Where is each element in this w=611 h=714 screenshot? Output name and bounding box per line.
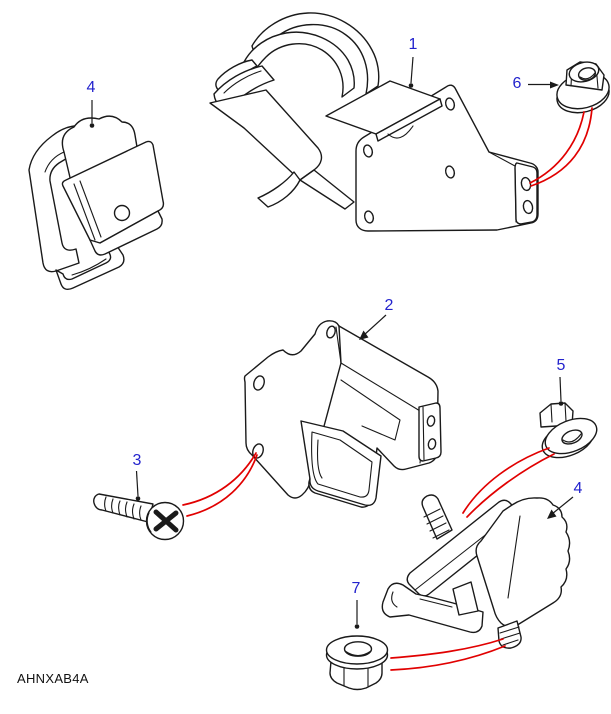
leader-screw3-to-bracket2 — [183, 453, 256, 505]
part-7-flange-nut-illustration — [327, 636, 388, 690]
stud-hole — [522, 200, 534, 215]
leader-nut5-to-mount4 — [467, 454, 554, 517]
bolt-hole — [363, 210, 374, 224]
part-1-mounting-bracket-illustration — [210, 13, 538, 231]
bolt-hole — [325, 325, 336, 339]
callout-label-4-rear[interactable]: 4 — [573, 480, 583, 497]
leader-nut5-to-mount4 — [463, 448, 549, 513]
leader-nut6-to-bracket1 — [531, 108, 592, 186]
mount-stud — [498, 621, 521, 648]
callout-leader-lines — [89, 57, 573, 629]
part-3-screw-illustration — [94, 494, 184, 540]
part-6-flange-nut-illustration — [553, 59, 611, 118]
bolt-hole — [444, 97, 455, 111]
part-5-flange-nut-illustration — [537, 403, 602, 464]
leader-screw3-to-bracket2 — [187, 455, 257, 516]
leader-nut7-to-mount4 — [391, 646, 505, 670]
leader-nut7-to-mount4 — [391, 639, 503, 658]
callout-label-7[interactable]: 7 — [351, 580, 361, 597]
part-2-support-bracket-illustration — [245, 321, 442, 507]
red-leader-lines — [183, 108, 592, 670]
mount-hole — [115, 206, 130, 221]
callout-label-1[interactable]: 1 — [408, 36, 418, 53]
bolt-hole — [362, 144, 373, 158]
callout-label-2[interactable]: 2 — [384, 297, 394, 314]
nut-bore — [560, 427, 584, 446]
phillips-cross — [156, 512, 176, 530]
bolt-hole — [444, 165, 455, 179]
callout-label-5[interactable]: 5 — [556, 357, 566, 374]
stud-hole — [427, 415, 436, 426]
stud-hole — [428, 438, 437, 449]
leader-nut6-to-bracket1 — [530, 112, 584, 183]
part-4-engine-mount-rear-illustration — [382, 495, 569, 648]
callout-label-3[interactable]: 3 — [132, 452, 142, 469]
nut-bore — [345, 642, 372, 656]
part-4-engine-mount-front-illustration — [29, 116, 163, 289]
bolt-hole — [252, 375, 266, 392]
screw-shank — [94, 494, 153, 522]
drawing-code: AHNXAB4A — [17, 671, 89, 686]
mount-stud — [422, 495, 452, 539]
callout-label-4-front[interactable]: 4 — [86, 79, 96, 96]
callout-label-6[interactable]: 6 — [512, 75, 522, 92]
